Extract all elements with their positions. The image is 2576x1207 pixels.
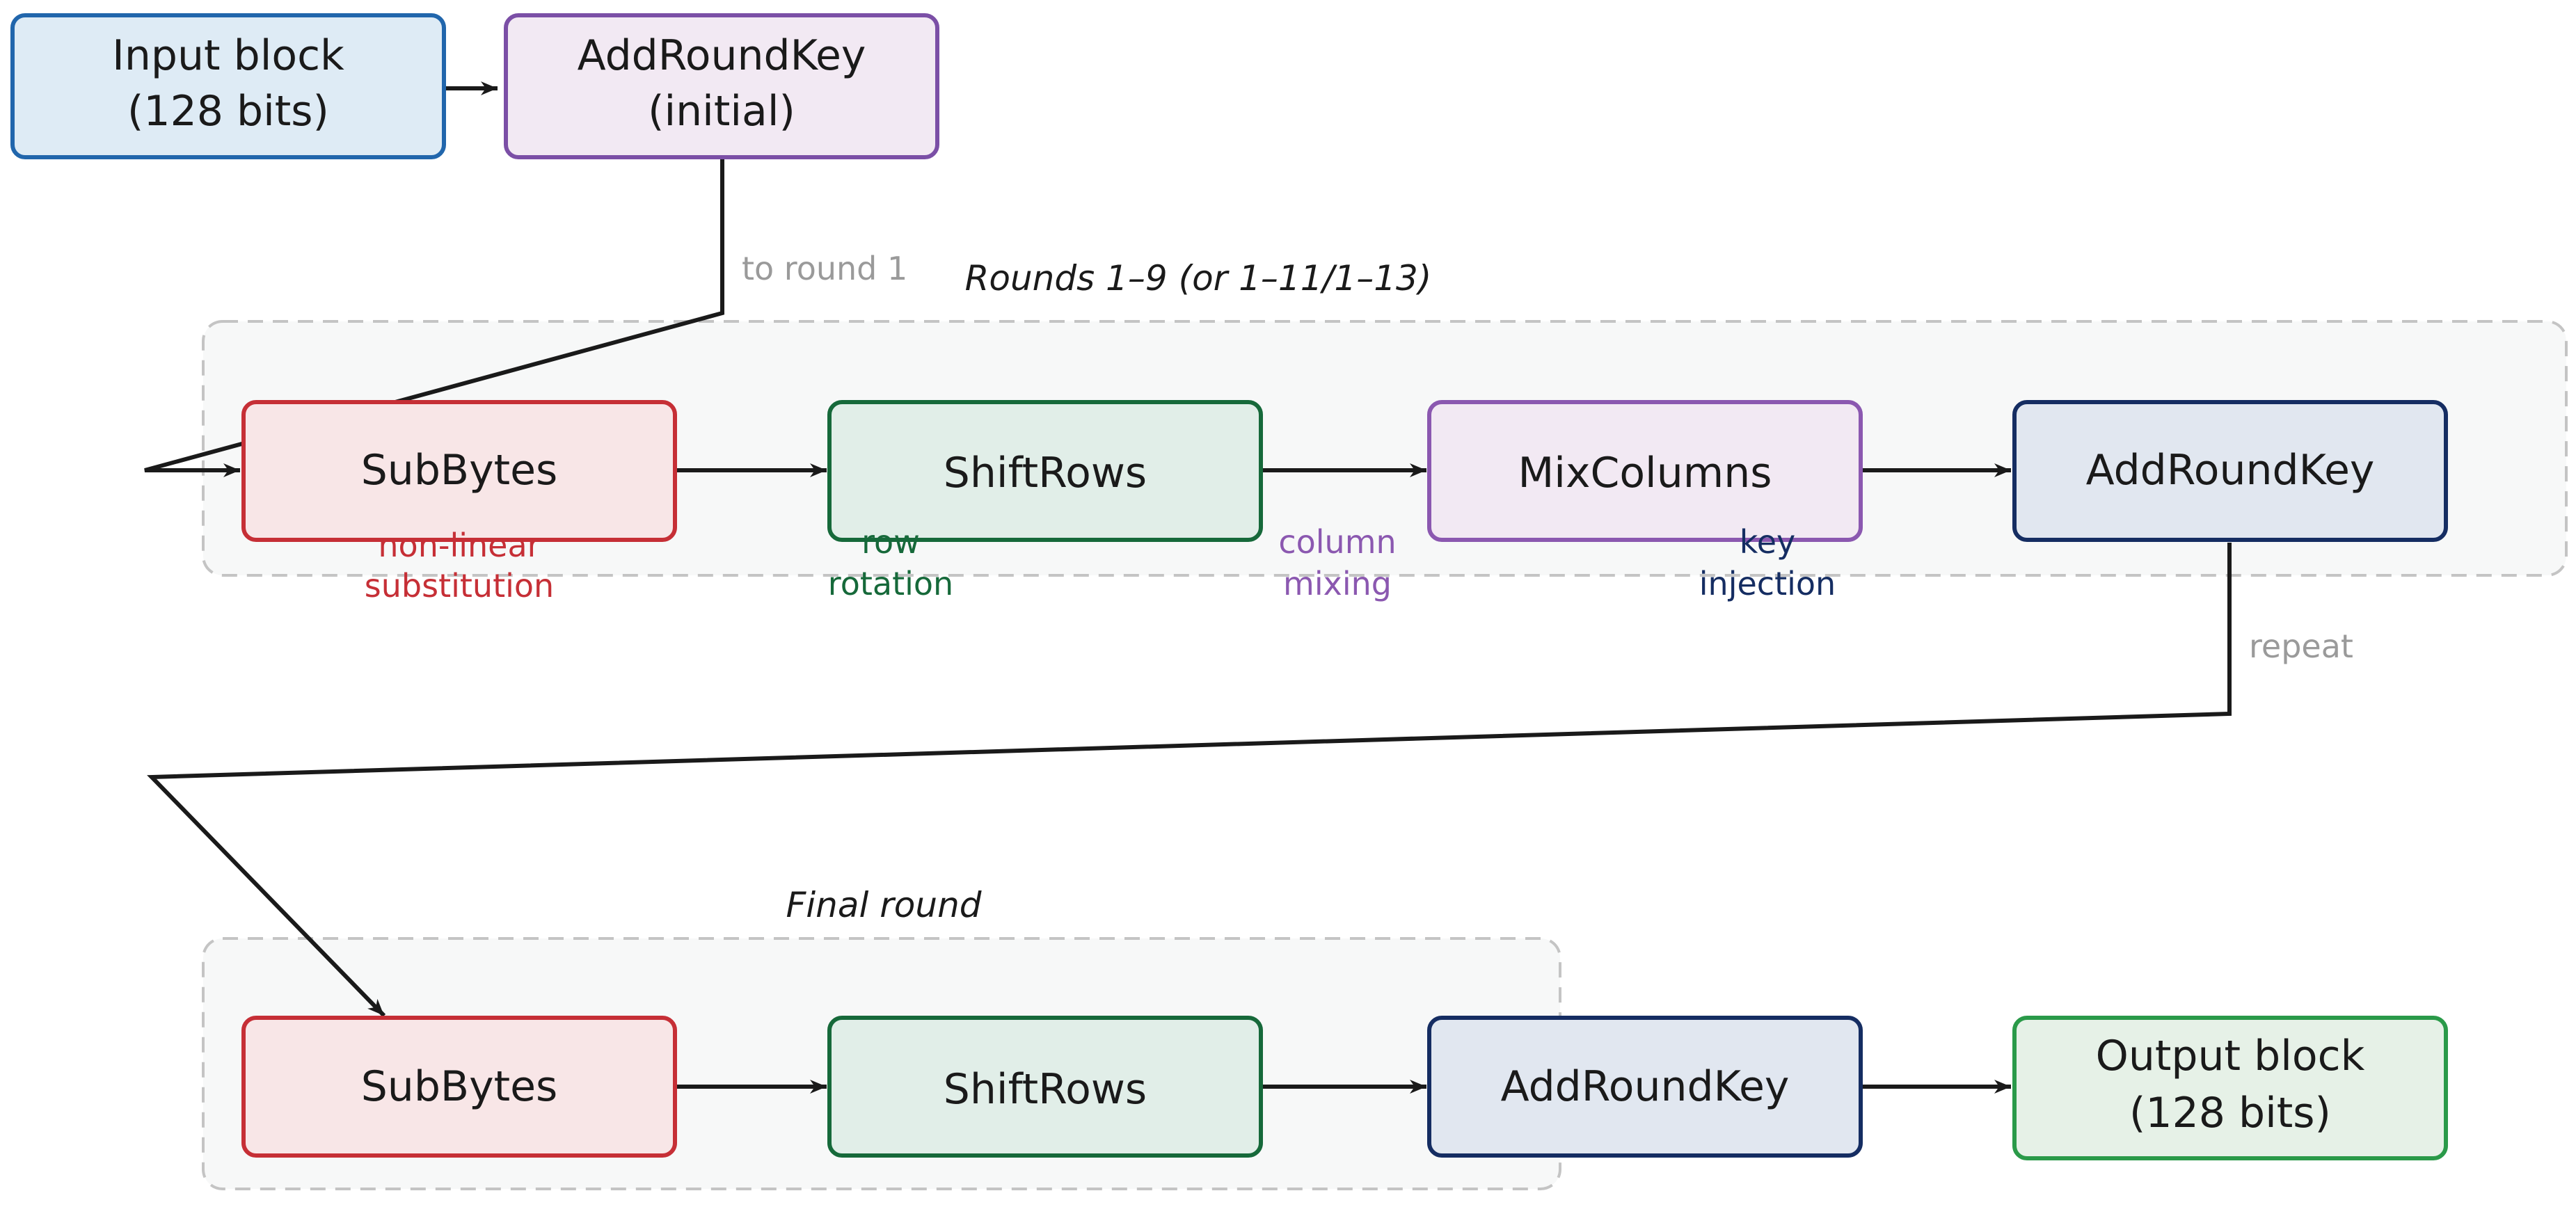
edge-label-repeat: repeat xyxy=(2249,628,2353,665)
round-subbytes-node: SubBytes xyxy=(241,400,677,542)
final-subbytes-box xyxy=(241,1016,677,1158)
output-block-node: Output block (128 bits) xyxy=(2012,1016,2448,1160)
rounds-group-container xyxy=(202,320,2568,577)
round-addroundkey-label: AddRoundKey xyxy=(2086,446,2375,495)
edge-label-to-round-1: to round 1 xyxy=(742,250,907,287)
round-subbytes-label: SubBytes xyxy=(361,446,558,495)
final-subbytes-label: SubBytes xyxy=(361,1062,558,1111)
edge-initial-key-to-round1 xyxy=(144,159,724,477)
initial-addroundkey-node: AddRoundKey (initial) xyxy=(504,13,939,159)
rounds-group-title: Rounds 1–9 (or 1–11/1–13) xyxy=(965,258,1432,298)
round-mixcolumns-label: MixColumns xyxy=(1518,449,1772,497)
final-shiftrows-box xyxy=(827,1016,1263,1158)
round-mixcolumns-node: MixColumns xyxy=(1427,400,1863,542)
shiftrows-note-line2: rotation xyxy=(828,565,953,602)
output-block-box xyxy=(2012,1016,2448,1160)
final-addroundkey-label: AddRoundKey xyxy=(1501,1062,1790,1111)
round-shiftrows-node: ShiftRows xyxy=(827,400,1263,542)
final-addroundkey-node: AddRoundKey xyxy=(1427,1016,1863,1158)
addroundkey-note-line1: key xyxy=(1740,523,1796,561)
addroundkey-note-line2: injection xyxy=(1699,565,1836,602)
round-addroundkey-node: AddRoundKey xyxy=(2012,400,2448,542)
input-block-label-line2: (128 bits) xyxy=(127,87,329,136)
round-addroundkey-box xyxy=(2012,400,2448,542)
initial-addroundkey-label-line2: (initial) xyxy=(648,87,795,136)
shiftrows-note-line1: row xyxy=(861,523,920,561)
initial-addroundkey-label-line1: AddRoundKey xyxy=(578,31,866,80)
final-shiftrows-node: ShiftRows xyxy=(827,1016,1263,1158)
input-block-label-line1: Input block xyxy=(112,31,344,80)
initial-addroundkey-box xyxy=(504,13,939,159)
subbytes-note-line1: non-linear xyxy=(378,527,540,564)
subbytes-note-line2: substitution xyxy=(365,567,554,605)
final-shiftrows-label: ShiftRows xyxy=(944,1065,1147,1114)
input-block-box xyxy=(10,13,446,159)
round-mixcolumns-box xyxy=(1427,400,1863,542)
final-addroundkey-box xyxy=(1427,1016,1863,1158)
final-subbytes-node: SubBytes xyxy=(241,1016,677,1158)
output-block-label-line1: Output block xyxy=(2096,1032,2365,1080)
round-subbytes-box xyxy=(241,400,677,542)
mixcolumns-note-line1: column xyxy=(1278,523,1396,561)
edge-repeat-to-final-round xyxy=(147,543,2232,1018)
mixcolumns-note-line2: mixing xyxy=(1283,565,1392,602)
final-group-title: Final round xyxy=(786,885,981,925)
round-shiftrows-label: ShiftRows xyxy=(944,449,1147,497)
output-block-label-line2: (128 bits) xyxy=(2129,1089,2331,1137)
input-block-node: Input block (128 bits) xyxy=(10,13,446,159)
round-shiftrows-box xyxy=(827,400,1263,542)
